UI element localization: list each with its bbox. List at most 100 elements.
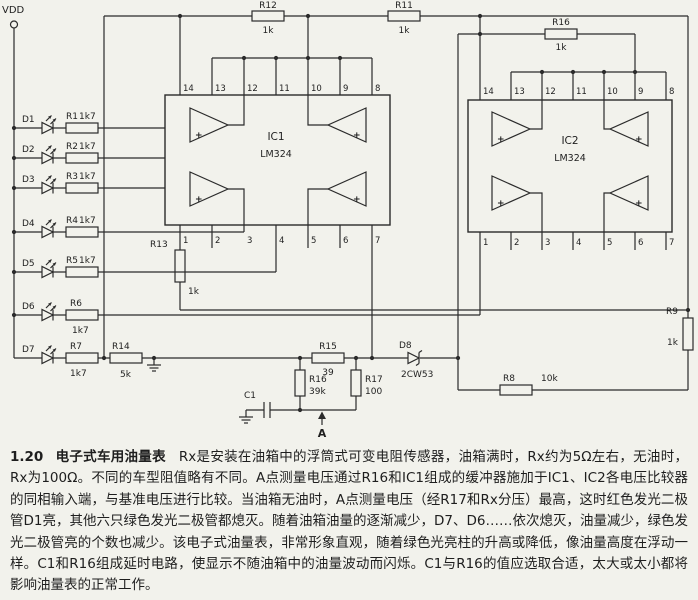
resistor-r6 <box>65 309 99 321</box>
resistor-r17-value: 100 <box>365 387 382 397</box>
point-a-label: A <box>318 427 327 440</box>
ic2-pin-label: 13 <box>514 87 525 97</box>
resistor-r6-value: 1k7 <box>72 326 89 336</box>
ic2-pin-label: 12 <box>545 87 556 97</box>
opamp-plus: + <box>635 199 643 209</box>
led-icon-d7 <box>41 344 57 365</box>
ic2-pin-label: 2 <box>514 238 519 248</box>
resistor-r15-value: 39 <box>322 368 334 378</box>
resistor-r4 <box>65 226 99 238</box>
ic1-part: LM324 <box>260 149 292 160</box>
opamp-plus: + <box>497 199 505 209</box>
opamp-icon <box>189 107 230 143</box>
ic2-body <box>467 99 673 233</box>
resistor-r5-value: 1k7 <box>79 256 96 266</box>
resistor-r12 <box>251 10 285 22</box>
ic2-pin-label: 3 <box>545 238 550 248</box>
led-d4-label: D4 <box>22 219 35 229</box>
led-icon-d5 <box>41 258 57 279</box>
opamp-icon <box>608 175 649 211</box>
ic2-pin-label: 6 <box>638 238 643 248</box>
led-icon-d2 <box>41 144 57 165</box>
resistor-r14 <box>109 352 143 364</box>
ground-icon <box>146 357 162 372</box>
resistor-r16-top <box>544 28 578 40</box>
opamp-plus: + <box>195 195 203 205</box>
resistor-r13-label: R13 <box>150 240 168 250</box>
resistor-r3 <box>65 182 99 194</box>
resistor-r7 <box>65 352 99 364</box>
resistor-r3-label: R3 <box>66 172 78 182</box>
ic1-pin-label: 6 <box>343 236 348 246</box>
resistor-r12-label: R12 <box>259 1 277 11</box>
resistor-r11-label: R11 <box>395 1 413 11</box>
resistor-r11-value: 1k <box>399 26 411 36</box>
ic2-pin-label: 9 <box>638 87 643 97</box>
led-d3-label: D3 <box>22 175 35 185</box>
resistor-r16-top-value: 1k <box>556 43 568 53</box>
led-icon-d1 <box>41 114 57 135</box>
led-d2-label: D2 <box>22 145 35 155</box>
ic1-pin-label: 9 <box>343 84 348 94</box>
resistor-r14-value: 5k <box>120 370 132 380</box>
ic1: + + + + IC1 LM324 14 13 12 11 10 9 8 1 2… <box>164 84 391 246</box>
resistor-r16-bottom <box>294 369 306 397</box>
opamp-icon <box>608 111 649 147</box>
resistor-r1-label: R1 <box>66 112 78 122</box>
ic2-pin-label: 7 <box>669 238 674 248</box>
resistor-r9 <box>682 317 694 351</box>
resistor-r16-top-label: R16 <box>552 18 570 28</box>
resistor-r1-value: 1k7 <box>79 112 96 122</box>
ic2-pin-label: 14 <box>483 87 494 97</box>
zener-bar <box>415 350 423 366</box>
capacitor-c1-label: C1 <box>244 391 256 401</box>
resistor-r3-value: 1k7 <box>79 172 96 182</box>
opamp-plus: + <box>635 135 643 145</box>
ic1-pin-label: 14 <box>183 84 194 94</box>
resistor-r8 <box>499 384 533 396</box>
ic2-pin-label: 5 <box>607 238 612 248</box>
resistor-r9-value: 1k <box>667 338 679 348</box>
opamp-icon <box>189 171 230 207</box>
opamp-icon <box>326 107 367 143</box>
opamp-plus: + <box>353 195 361 205</box>
resistor-r7-value: 1k7 <box>70 369 87 379</box>
led-d1-label: D1 <box>22 115 35 125</box>
vdd-label: VDD <box>2 5 25 16</box>
resistor-r8-label: R8 <box>503 374 515 384</box>
opamp-plus: + <box>497 135 505 145</box>
resistor-r4-label: R4 <box>66 216 78 226</box>
point-a-arrow-icon <box>318 411 326 419</box>
opamp-icon <box>491 175 532 211</box>
resistor-r13 <box>174 249 186 283</box>
ic1-pin-label: 7 <box>375 236 380 246</box>
zener-d8: D8 2CW53 <box>399 341 433 380</box>
figure-body-text: Rx是安装在油箱中的浮筒式可变电阻传感器，油箱满时，Rx约为5Ω左右，无油时，R… <box>10 449 689 594</box>
ic1-pin-label: 2 <box>215 236 220 246</box>
zener-d8-part: 2CW53 <box>401 370 433 380</box>
capacitor-c1: C1 <box>244 391 271 418</box>
figure-title: 电子式车用油量表 <box>55 449 166 465</box>
resistor-r2-label: R2 <box>66 142 78 152</box>
resistor-r1 <box>65 122 99 134</box>
resistor-r2-value: 1k7 <box>79 142 96 152</box>
ic2-name: IC2 <box>561 135 578 147</box>
led-d5-label: D5 <box>22 259 35 269</box>
resistor-r15-label: R15 <box>319 342 337 352</box>
vdd-terminal-icon <box>9 20 19 29</box>
led-d6-label: D6 <box>22 302 35 312</box>
ic1-pin-label: 1 <box>183 236 188 246</box>
resistor-r6-label: R6 <box>70 299 82 309</box>
ic1-pin-label: 11 <box>279 84 290 94</box>
resistor-r4-value: 1k7 <box>79 216 96 226</box>
opamp-plus: + <box>353 131 361 141</box>
resistor-r7-label: R7 <box>70 342 82 352</box>
resistor-r15 <box>311 352 345 364</box>
ic2-pin-label: 10 <box>607 87 618 97</box>
led-icon-d3 <box>41 174 57 195</box>
resistor-r13-value: 1k <box>188 287 200 297</box>
resistor-r8-value: 10k <box>541 374 558 384</box>
ic1-pin-label: 13 <box>215 84 226 94</box>
